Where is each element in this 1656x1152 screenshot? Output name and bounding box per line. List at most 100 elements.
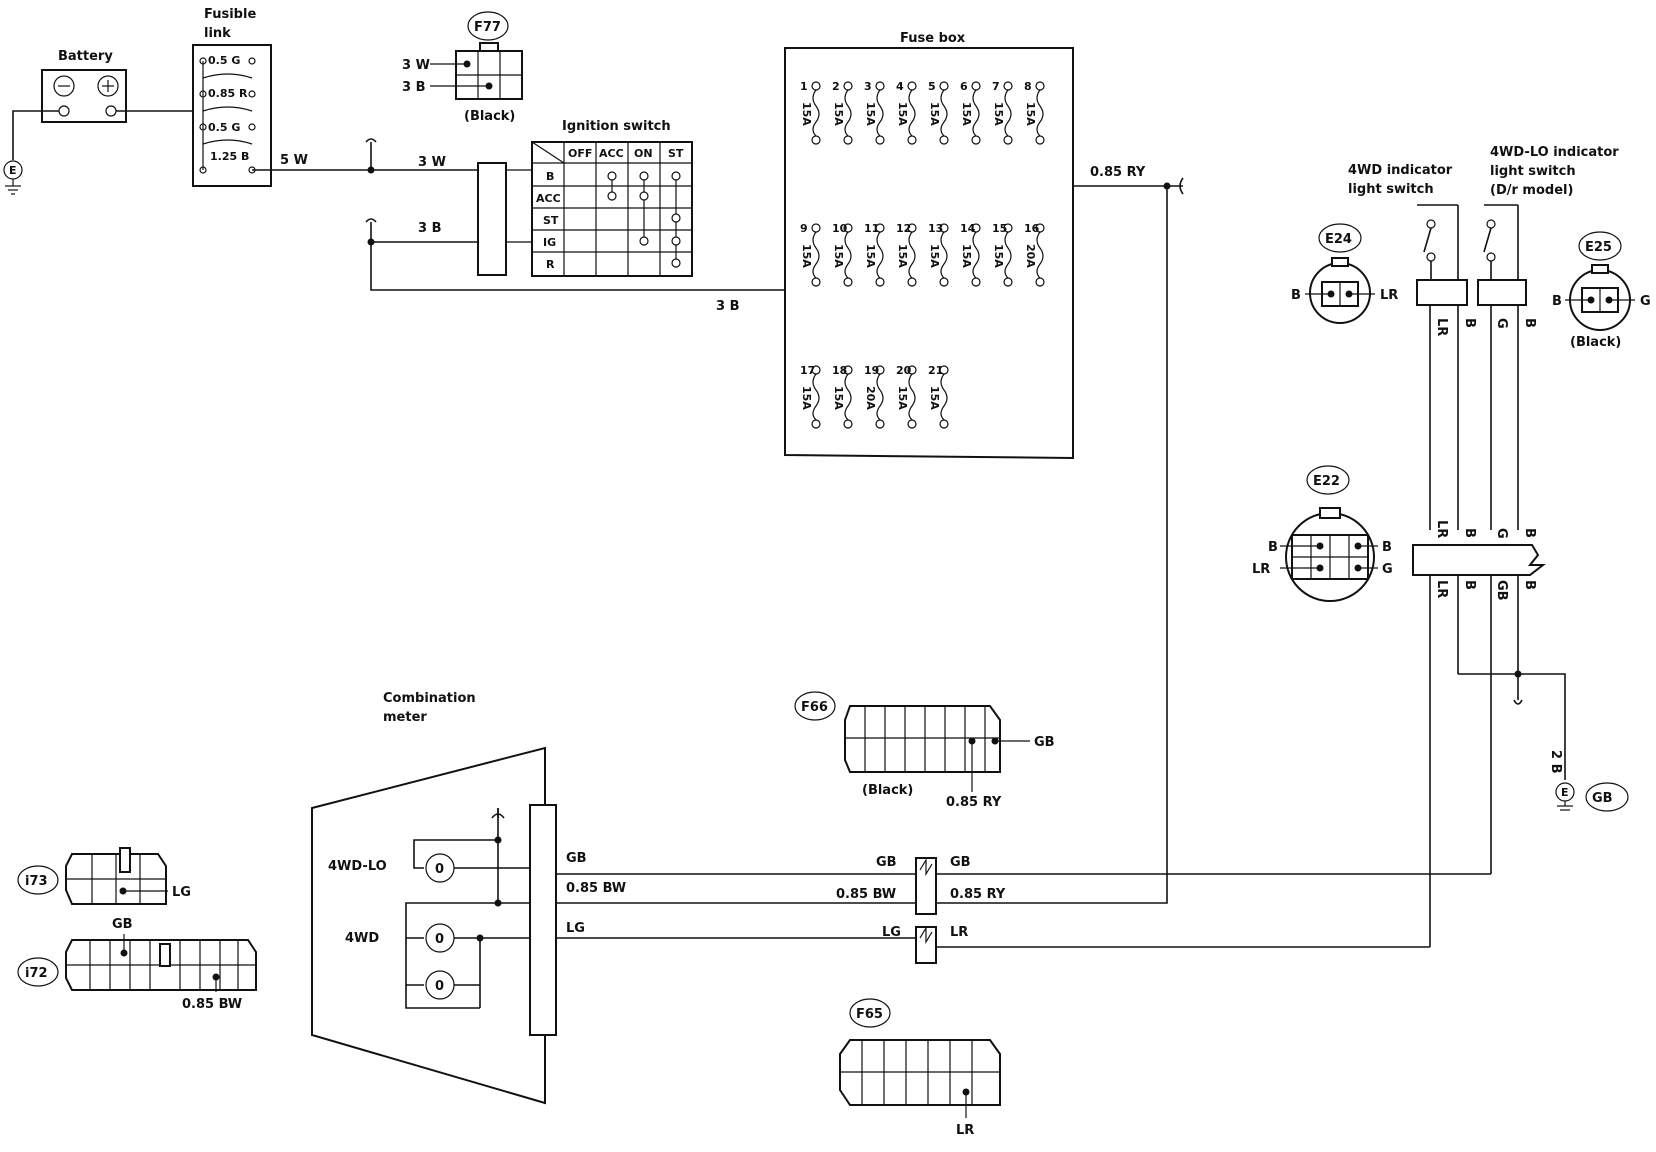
fuse-box: Fuse box [784,31,1074,460]
fuse-number: 18 [832,364,847,377]
fuse-10: 10 15A [832,222,853,287]
fuse-rating: 15A [832,244,845,268]
h-g1: G [1494,318,1509,329]
e22-b-right: B [1382,540,1392,555]
h-gb: GB [1494,580,1509,601]
e25-black: (Black) [1570,335,1621,350]
ign-col-3: ST [668,147,684,160]
h-lr2: LR [1434,520,1449,538]
conn-lr: LR [950,925,968,940]
i72-bw: 0.85 BW [182,997,242,1012]
meter-4wd-label: 4WD [345,931,379,946]
i73-id: i73 [25,874,48,889]
ground-gb-label: GB [1592,791,1613,806]
connector-f77: F77 3 W 3 B (Black) [402,11,523,124]
fuse-rating: 15A [800,102,813,126]
meter-title-2: meter [383,710,427,725]
e22-g-right: G [1382,562,1393,577]
fuse-number: 14 [960,222,976,235]
lamp-4wd-symbol-2: 0 [435,979,444,994]
f66-gb: GB [1034,735,1055,750]
i73-lg: LG [172,885,191,900]
ignition-switch: Ignition switch OFF ACC ON ST B ACC ST I… [477,119,693,277]
connector-i73: i73 LG [17,847,191,905]
fuse-number: 8 [1024,80,1032,93]
meter-title-1: Combination [383,691,476,706]
fuse-rating: 15A [928,386,941,410]
ind-4wd-title-2: light switch [1348,182,1434,197]
f65-id: F65 [856,1007,883,1022]
fusible-1-label: 0.85 R [208,87,248,100]
fuse-rating: 15A [864,244,877,268]
fusible-link: Fusible link 0.5 G 0.85 R 0.5 G 1.25 B [192,7,272,187]
connector-f66: F66 GB 0.85 RY (Black) [794,691,1055,810]
meter-wire-gb: GB [566,851,587,866]
f77-3b: 3 B [402,80,425,95]
fuse-rating: 20A [864,386,877,410]
f66-id: F66 [801,700,828,715]
main-wires: GB GB GB 0.85 BW 0.85 BW 0.85 RY LG LG L… [556,186,1491,964]
fuse-number: 4 [896,80,904,93]
fuse-8: 8 15A [1024,80,1045,145]
fuse-number: 5 [928,80,936,93]
wire-5w: 5 W [280,153,308,168]
fuse-rating: 15A [1024,102,1037,126]
f77-id: F77 [474,20,501,35]
fusible-3-label: 1.25 B [210,150,249,163]
fusible-title-1: Fusible [204,7,256,22]
ign-col-1: ACC [599,147,624,160]
fuse-number: 21 [928,364,943,377]
battery-ground: E [3,110,59,195]
fuse-rating: 15A [800,386,813,410]
connector-f65: F65 LR [839,998,1001,1138]
conn-085bw: 0.85 BW [836,887,896,902]
ind-4wd-title-1: 4WD indicator [1348,163,1453,178]
conn-gb-left: GB [876,855,897,870]
gnd-2b: 2 B [1548,750,1563,773]
e25-id: E25 [1585,240,1612,255]
fuse-number: 10 [832,222,848,235]
f77-3w: 3 W [402,58,430,73]
ground-e2-label: E [1561,786,1569,799]
connector-e22: E22 B LR B G [1252,465,1393,602]
battery: Battery [41,49,127,123]
lamp-4wd-symbol-1: 0 [435,932,444,947]
ign-row-4: R [546,258,555,271]
fusible-2-label: 0.5 G [208,121,240,134]
i72-gb: GB [112,917,133,932]
conn-085ry: 0.85 RY [950,887,1006,902]
fuse-rating: 15A [992,244,1005,268]
ind-4wdlo-title-1: 4WD-LO indicator [1490,145,1619,160]
e25-g: G [1640,294,1651,309]
fuse-number: 20 [896,364,912,377]
e22-b-left: B [1268,540,1278,555]
fuse-number: 19 [864,364,879,377]
fuse-19: 19 20A [864,364,885,429]
indicator-switches: 4WD indicator light switch 4WD-LO indica… [1348,145,1629,947]
ign-col-2: ON [634,147,653,160]
fuse-20: 20 15A [896,364,917,429]
e24-b: B [1291,288,1301,303]
h-g2: G [1494,528,1509,539]
f77-black: (Black) [464,109,515,124]
ind-4wdlo-title-3: (D/r model) [1490,183,1573,198]
ign-row-1: ACC [536,192,561,205]
fuse-rating: 15A [896,386,909,410]
ign-row-3: IG [543,236,556,249]
f66-ry: 0.85 RY [946,795,1002,810]
i72-id: i72 [25,966,48,981]
ign-row-0: B [546,170,554,183]
e22-lr-left: LR [1252,562,1270,577]
h-lr3: LR [1434,580,1449,598]
fuse-rating: 20A [1024,244,1037,268]
e24-id: E24 [1325,232,1352,247]
